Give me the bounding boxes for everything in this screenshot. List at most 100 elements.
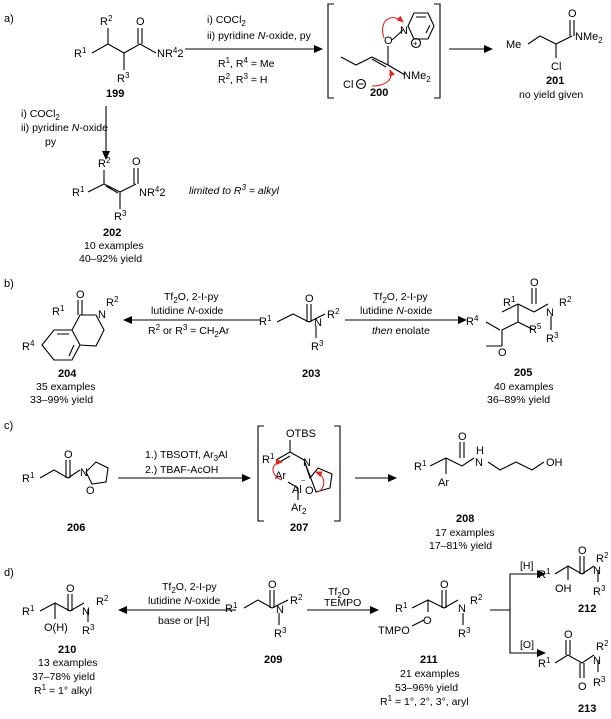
d-left-reagent-2: lutidine N-oxide [148, 595, 221, 607]
svg-text:R1: R1 [22, 604, 35, 618]
svg-text:R3: R3 [117, 71, 130, 85]
label-199: 199 [106, 88, 124, 100]
c205-examples: 40 examples [494, 381, 554, 393]
intermediate-200: O N + NMe2 Cl 200 [327, 3, 441, 99]
label-200: 200 [370, 87, 388, 99]
c205-yield: 36–89% yield [487, 394, 550, 406]
compound-213: O O R1 N R2 R3 213 [538, 629, 609, 715]
svg-text:+: + [413, 39, 418, 48]
intermediate-207: OTBS R1 N O Al − Ar Ar2 207 [257, 425, 341, 534]
label-213: 213 [578, 703, 596, 715]
compound-203: O R1 N R2 R3 203 [259, 293, 340, 380]
c-reagent-1: 1.) TBSOTf, Ar3Al [145, 449, 227, 463]
svg-text:O: O [136, 16, 145, 28]
svg-text:O(H): O(H) [44, 622, 68, 634]
svg-text:R2: R2 [327, 307, 340, 321]
compound-212: O R1 OH N R2 R3 212 [538, 545, 609, 615]
b-left-reagent-1: Tf2O, 2-I-py [164, 291, 219, 305]
svg-text:R1: R1 [262, 452, 275, 466]
svg-text:R1: R1 [259, 314, 272, 328]
svg-text:R2: R2 [470, 593, 483, 607]
compound-209: O R1 N R2 R3 209 [225, 579, 303, 666]
svg-text:O: O [578, 681, 587, 693]
svg-text:Me: Me [506, 39, 521, 51]
panel-c-label: c) [4, 420, 13, 432]
label-211: 211 [420, 654, 438, 666]
svg-text:−: − [301, 478, 305, 485]
svg-text:O: O [66, 583, 75, 595]
svg-text:R2: R2 [96, 594, 109, 608]
svg-text:R2: R2 [100, 14, 113, 28]
svg-text:N: N [98, 309, 106, 321]
svg-text:R3: R3 [114, 209, 127, 223]
d-left-reagent-1: Tf2O, 2-I-py [162, 581, 217, 595]
label-203: 203 [302, 368, 320, 380]
svg-text:TMPO: TMPO [378, 625, 410, 637]
svg-text:Ar2: Ar2 [291, 502, 307, 516]
svg-text:O: O [458, 431, 467, 443]
svg-text:O: O [305, 485, 314, 497]
svg-text:R3: R3 [546, 331, 559, 345]
compound-205: O R1 N R2 R3 R5 R4 O 205 40 examples 36–… [466, 277, 572, 406]
svg-text:N: N [82, 606, 90, 618]
svg-text:N: N [546, 307, 554, 319]
svg-text:N: N [458, 603, 466, 615]
svg-text:Cl: Cl [551, 61, 561, 73]
c211-examples: 21 examples [400, 668, 460, 680]
svg-text:O: O [86, 485, 95, 497]
a-reagent-1: i) COCl2 [207, 14, 246, 28]
svg-text:O: O [564, 629, 573, 641]
c208-examples: 17 examples [435, 527, 495, 539]
svg-text:OH: OH [546, 457, 563, 469]
svg-text:R1: R1 [72, 185, 85, 199]
svg-text:O: O [440, 579, 449, 591]
svg-text:N: N [80, 467, 88, 479]
a-condition-1: R1, R4 = Me [218, 56, 275, 70]
svg-text:R1: R1 [538, 656, 551, 670]
panel-a-label: a) [4, 13, 14, 25]
label-212: 212 [578, 603, 596, 615]
svg-text:R1: R1 [503, 295, 516, 309]
svg-text:N: N [314, 317, 322, 329]
svg-text:O: O [423, 615, 432, 627]
svg-text:R4: R4 [22, 339, 35, 353]
svg-text:R2: R2 [106, 295, 119, 309]
compound-206: O R1 N O 206 [22, 449, 109, 534]
svg-text:R2: R2 [290, 593, 303, 607]
svg-text:R1: R1 [52, 304, 65, 318]
c202-yield: 40–92% yield [79, 253, 142, 265]
c-reagent-2: 2.) TBAF-AcOH [145, 464, 218, 476]
svg-text:O: O [76, 289, 85, 301]
svg-text:R1: R1 [225, 601, 238, 615]
svg-text:O: O [498, 347, 507, 359]
svg-text:R5: R5 [529, 322, 542, 336]
svg-text:NR42: NR42 [139, 185, 165, 199]
note-201: no yield given [519, 89, 583, 101]
svg-text:R3: R3 [274, 626, 287, 640]
arrow-211-212 [490, 570, 546, 611]
a-down-reagent-3: py [45, 136, 57, 148]
svg-text:H: H [476, 445, 484, 457]
a-reagent-2: ii) pyridine N-oxide, py [207, 30, 312, 42]
svg-text:R3: R3 [593, 675, 606, 689]
label-208: 208 [456, 513, 474, 525]
svg-text:N: N [400, 25, 408, 37]
svg-text:N: N [593, 565, 601, 577]
svg-text:Al: Al [292, 484, 302, 496]
panel-d-label: d) [4, 567, 14, 579]
a-condition-2: R2, R3 = H [218, 72, 267, 86]
svg-text:R2: R2 [98, 156, 111, 170]
svg-text:R1: R1 [538, 567, 551, 581]
svg-text:R1: R1 [395, 601, 408, 615]
svg-text:O: O [530, 277, 539, 289]
b-left-reagent-2: lutidine N-oxide [151, 305, 224, 317]
label-210: 210 [58, 644, 76, 656]
label-205: 205 [514, 367, 532, 379]
compound-208: O R1 Ar N H OH 208 17 examples 17–81% yi… [414, 431, 563, 552]
svg-text:R2: R2 [596, 551, 609, 565]
label-204: 204 [58, 368, 77, 380]
branch-bottom-label: [O] [520, 639, 534, 651]
svg-text:R3: R3 [311, 339, 324, 353]
compound-204: O N R2 R1 R4 204 35 examples 33–99% yiel… [22, 289, 119, 406]
arrow-211-213 [509, 610, 546, 657]
